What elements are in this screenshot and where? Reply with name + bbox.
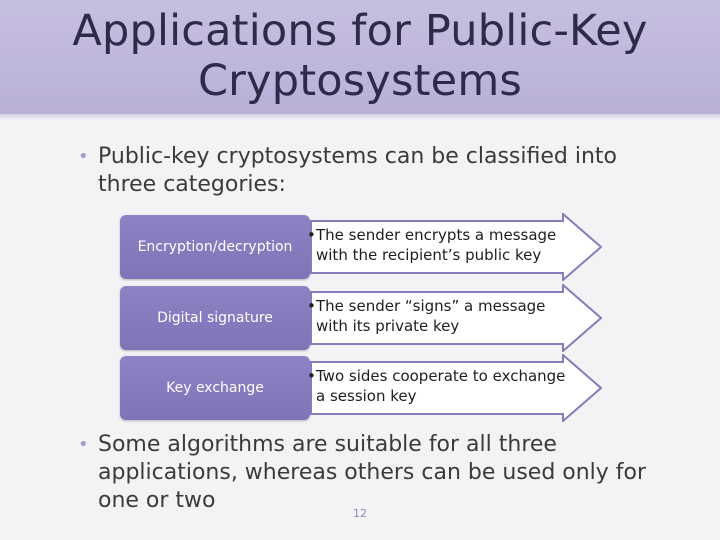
category-label-box: Key exchange (120, 356, 310, 420)
category-row-key-exchange: Key exchange • Two sides cooperate to ex… (120, 354, 610, 422)
category-arrow (310, 354, 602, 422)
category-label-box: Digital signature (120, 286, 310, 350)
bullet-categories: • Public-key cryptosystems can be classi… (78, 143, 658, 199)
description-text: The sender encrypts a message with the r… (316, 226, 557, 264)
slide-title: Applications for Public-Key Cryptosystem… (0, 6, 720, 106)
category-description: • The sender encrypts a message with the… (307, 225, 571, 265)
category-label: Key exchange (166, 380, 264, 396)
category-arrow (310, 284, 602, 352)
bullet-algorithms: • Some algorithms are suitable for all t… (78, 431, 668, 515)
category-label: Digital signature (157, 310, 273, 326)
bullet-dot-icon: • (78, 434, 89, 455)
category-description: • Two sides cooperate to exchange a sess… (307, 366, 571, 406)
title-line-2: Cryptosystems (197, 56, 523, 106)
category-row-signature: Digital signature • The sender “signs” a… (120, 284, 610, 352)
arrow-shape-icon (310, 284, 602, 352)
bullet-text: Some algorithms are suitable for all thr… (98, 432, 647, 513)
title-band: Applications for Public-Key Cryptosystem… (0, 0, 720, 120)
page-number: 12 (353, 507, 367, 520)
arrow-shape-icon (310, 213, 602, 281)
description-bullet-icon: • (307, 297, 316, 315)
category-label: Encryption/decryption (137, 239, 293, 255)
category-description: • The sender “signs” a message with its … (307, 296, 571, 336)
category-label-box: Encryption/decryption (120, 215, 310, 279)
description-text: The sender “signs” a message with its pr… (316, 297, 546, 335)
category-arrow (310, 213, 602, 281)
description-bullet-icon: • (307, 367, 316, 385)
description-bullet-icon: • (307, 226, 316, 244)
title-line-1: Applications for Public-Key (72, 6, 648, 56)
bullet-text: Public-key cryptosystems can be classifi… (98, 144, 617, 197)
arrow-shape-icon (310, 354, 602, 422)
category-row-encryption: Encryption/decryption • The sender encry… (120, 213, 610, 281)
bullet-dot-icon: • (78, 146, 89, 167)
description-text: Two sides cooperate to exchange a sessio… (316, 367, 566, 405)
